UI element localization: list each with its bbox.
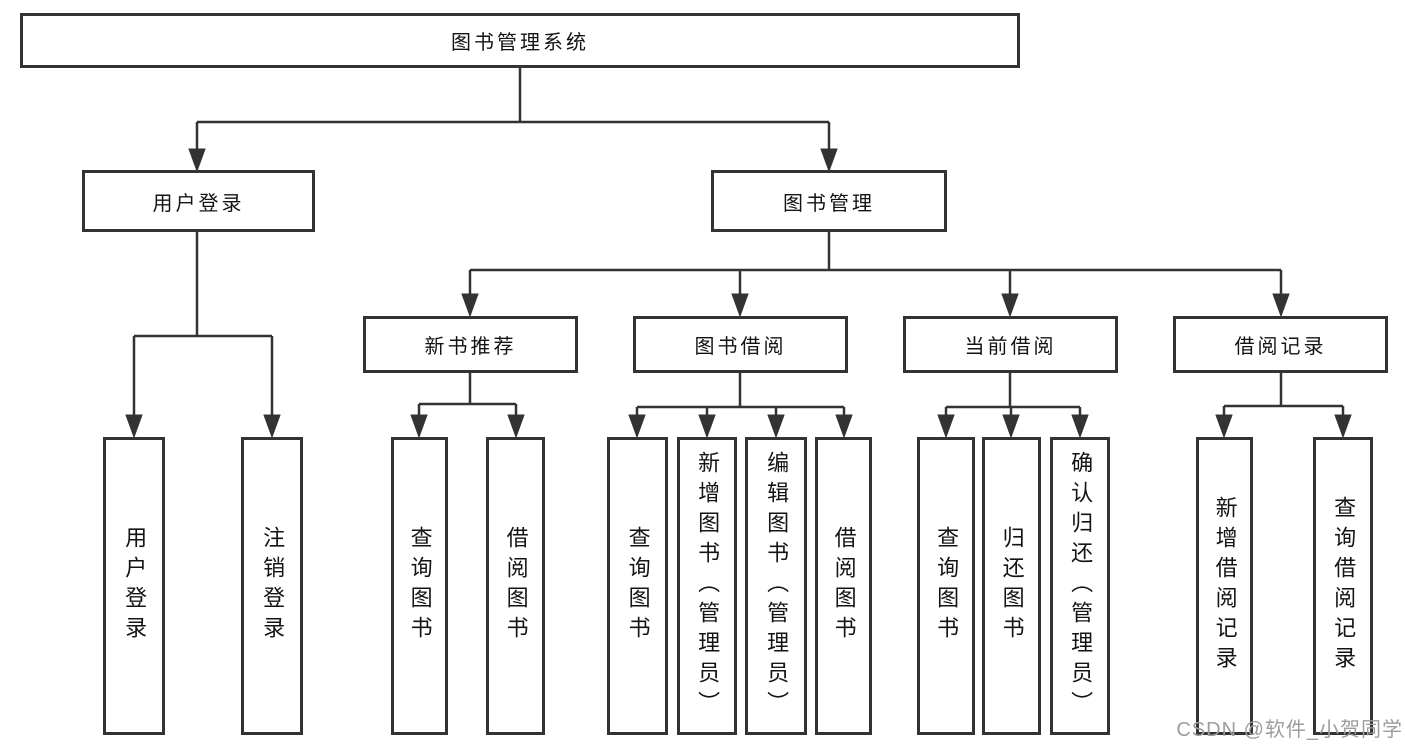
node-current-borrowing: 当前借阅 <box>903 316 1118 373</box>
node-add-borrow-record: 新增借阅记录 <box>1196 437 1253 735</box>
node-user-login-group: 用户登录 <box>82 170 315 232</box>
node-borrow-book-recommend: 借阅图书 <box>486 437 545 735</box>
node-query-book-borrowing: 查询图书 <box>607 437 668 735</box>
node-query-book-recommend: 查询图书 <box>391 437 448 735</box>
csdn-watermark: CSDN @软件_小贺同学 <box>1176 719 1403 741</box>
node-library-system: 图书管理系统 <box>20 13 1020 68</box>
node-user-login: 用户登录 <box>103 437 165 735</box>
node-edit-book-admin: 编辑图书（管理员） <box>745 437 807 735</box>
node-borrow-records: 借阅记录 <box>1173 316 1388 373</box>
node-confirm-return-admin: 确认归还（管理员） <box>1050 437 1110 735</box>
node-query-book-current: 查询图书 <box>917 437 975 735</box>
node-book-borrowing: 图书借阅 <box>633 316 848 373</box>
node-book-management: 图书管理 <box>711 170 947 232</box>
node-new-book-recommend: 新书推荐 <box>363 316 578 373</box>
node-query-borrow-record: 查询借阅记录 <box>1313 437 1373 735</box>
node-add-book-admin: 新增图书（管理员） <box>677 437 737 735</box>
node-return-book: 归还图书 <box>982 437 1041 735</box>
node-logout-login: 注销登录 <box>241 437 303 735</box>
node-borrow-book-borrowing: 借阅图书 <box>815 437 872 735</box>
